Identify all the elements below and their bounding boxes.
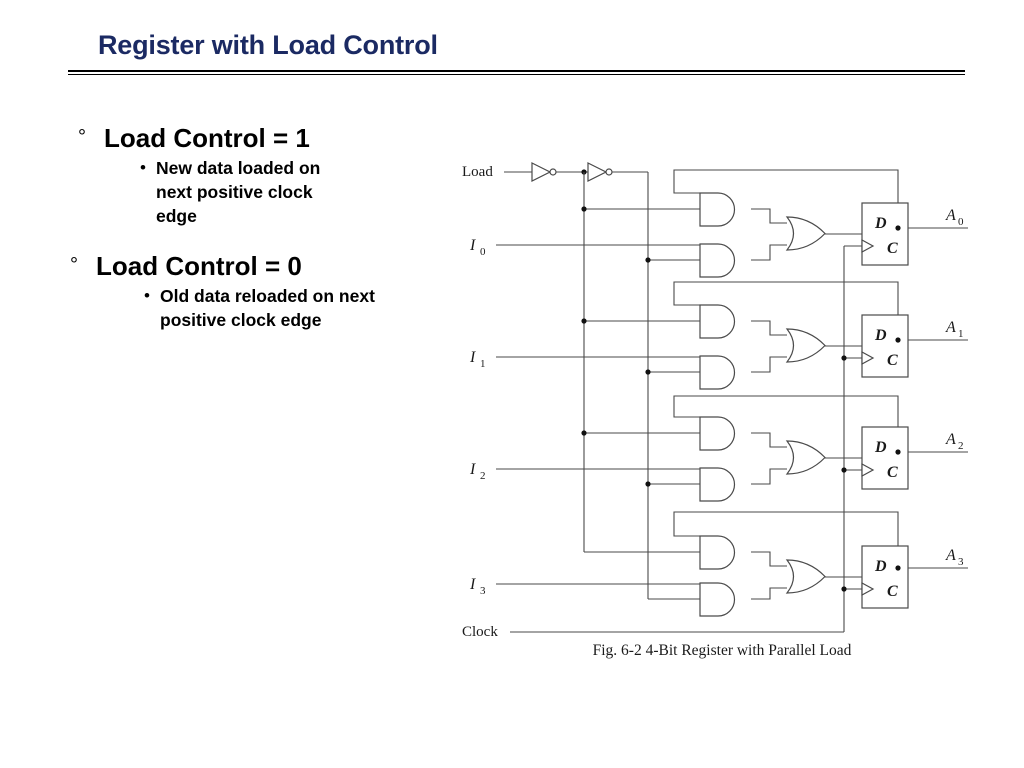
or-gate [786, 216, 826, 251]
bullet-marker-circle-icon: ° [70, 254, 78, 276]
bullet-marker-circle-icon: ° [78, 126, 86, 148]
register-stage-2: I 2 D C A [469, 395, 968, 502]
label-a3-subscript: 3 [958, 556, 964, 568]
and-gate-upper [699, 192, 736, 227]
ff-c-label: C [887, 352, 898, 369]
page-title: Register with Load Control [98, 30, 438, 60]
or-gate [786, 328, 826, 363]
bullet-text-level2: New data loaded on next positive clock e… [156, 158, 321, 226]
label-i2: I [469, 461, 476, 478]
label-a3: A [945, 547, 956, 564]
label-load: Load [462, 164, 493, 180]
label-a2: A [945, 431, 956, 448]
output-junction-dot [895, 449, 901, 455]
label-i3-subscript: 3 [480, 585, 486, 597]
register-stage-1: I 1 D C A [469, 281, 968, 390]
label-i3: I [469, 576, 476, 593]
bullet-text-level1: Load Control = 1 [104, 123, 310, 153]
bullet-text-level1: Load Control = 0 [96, 251, 302, 281]
ff-d-label: D [874, 439, 887, 456]
clock-input-group: Clock [462, 246, 847, 640]
bullet-item-level2: • Old data reloaded on next positive clo… [144, 284, 379, 332]
bullet-item-level1: ° Load Control = 0 [70, 250, 428, 282]
and-gate-upper [699, 416, 736, 451]
bus-load-buffered [645, 172, 700, 600]
label-a0: A [945, 207, 956, 224]
bus-load-inverted [581, 172, 700, 553]
divider-line-thick [68, 70, 965, 72]
ff-c-label: C [887, 464, 898, 481]
label-clock: Clock [462, 624, 498, 640]
sub-bullet-list: • New data loaded on next positive clock… [140, 156, 355, 228]
bullet-marker-dot-icon: • [140, 158, 146, 177]
register-stage-0: I 0 D C [469, 169, 968, 278]
load-input-group: Load [462, 162, 648, 182]
bullet-list: ° Load Control = 1 • New data loaded on … [70, 122, 428, 332]
title-divider [68, 70, 965, 76]
and-gate-lower [699, 582, 736, 617]
d-flipflop [861, 314, 909, 378]
register-stage-3: I 3 D C A [469, 511, 968, 617]
circuit-wires: Load [462, 162, 968, 640]
d-flipflop [861, 426, 909, 490]
ff-d-label: D [874, 327, 887, 344]
divider-line-thin [68, 74, 965, 75]
and-gate-upper [699, 304, 736, 339]
d-flipflop [861, 202, 909, 266]
ff-c-label: C [887, 240, 898, 257]
label-a0-subscript: 0 [958, 216, 964, 228]
label-a1: A [945, 319, 956, 336]
bullet-item-level1: ° Load Control = 1 [78, 122, 428, 154]
ff-c-label: C [887, 583, 898, 600]
output-junction-dot [895, 225, 901, 231]
or-gate [786, 440, 826, 475]
and-gate-lower [699, 355, 736, 390]
bullet-group-load-control-0: ° Load Control = 0 • Old data reloaded o… [70, 250, 428, 332]
bullet-text-level2: Old data reloaded on next positive clock… [160, 286, 375, 330]
or-gate [786, 559, 826, 594]
label-a1-subscript: 1 [958, 328, 964, 340]
label-i2-subscript: 2 [480, 470, 486, 482]
bullet-group-load-control-1: ° Load Control = 1 • New data loaded on … [78, 122, 428, 228]
ff-d-label: D [874, 558, 887, 575]
label-i1-subscript: 1 [480, 358, 486, 370]
circuit-diagram: Load [452, 140, 992, 680]
and-gate-upper [699, 535, 736, 570]
d-flipflop [861, 545, 909, 609]
inverter-1-icon [531, 162, 557, 182]
and-gate-lower [699, 467, 736, 502]
ff-d-label: D [874, 215, 887, 232]
sub-bullet-list: • Old data reloaded on next positive clo… [144, 284, 379, 332]
and-gate-lower [699, 243, 736, 278]
label-a2-subscript: 2 [958, 440, 964, 452]
bullet-item-level2: • New data loaded on next positive clock… [140, 156, 355, 228]
inverter-2-icon [587, 162, 613, 182]
label-i1: I [469, 349, 476, 366]
bullet-marker-dot-icon: • [144, 286, 150, 305]
label-i0-subscript: 0 [480, 246, 486, 258]
output-junction-dot [895, 337, 901, 343]
output-junction-dot [895, 565, 901, 571]
label-i0: I [469, 237, 476, 254]
figure-caption: Fig. 6-2 4-Bit Register with Parallel Lo… [592, 642, 852, 659]
